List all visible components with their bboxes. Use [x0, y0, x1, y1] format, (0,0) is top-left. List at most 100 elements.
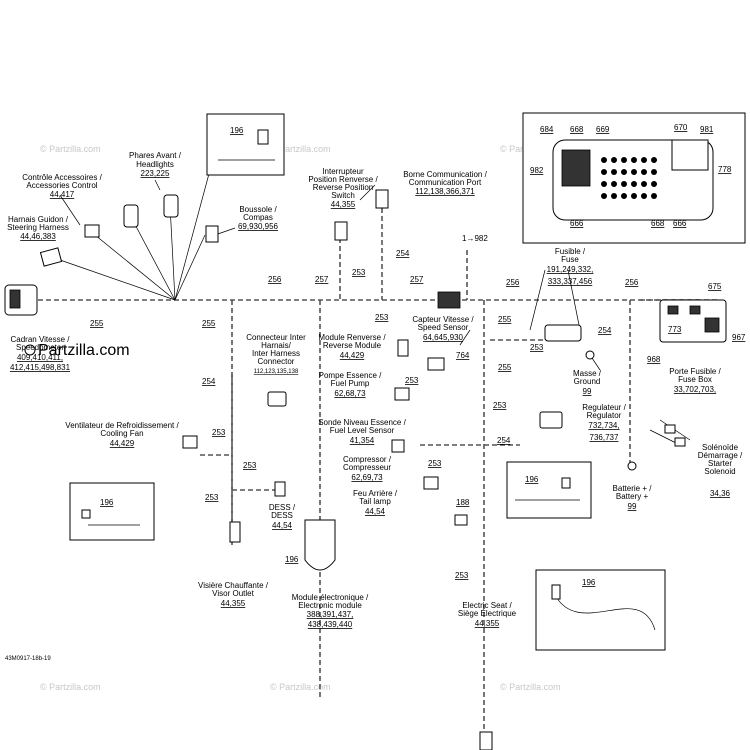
callout-684: 684: [540, 125, 554, 134]
callout-668: 668: [651, 219, 665, 228]
callout-253: 253: [375, 313, 389, 322]
watermark: © Partzilla.com: [270, 682, 331, 692]
label-text: Fuel Pump: [331, 379, 370, 388]
label-text: 736,737: [590, 433, 619, 442]
speed-sensor-connector: [427, 357, 445, 371]
callout-982-arrow: 1→982: [462, 234, 488, 243]
label-text: Siège Électrique: [458, 609, 517, 618]
headlight-connector-left: [123, 204, 139, 228]
tail-lamp-label: Feu Arrière / Tail lamp 44,54: [353, 489, 398, 516]
harness-wires: [30, 200, 720, 740]
partzilla-logo-text: Partzilla.com: [38, 342, 130, 359]
label-text: Masse /: [573, 369, 602, 378]
watermark: © Partzilla.com: [40, 144, 101, 154]
callout-255: 255: [498, 315, 512, 324]
fuse-box-slot: [689, 305, 701, 315]
label-text: Speedometer: [16, 343, 64, 352]
label-text: 99: [628, 502, 637, 511]
callout-numbers: 255 255 255 255 256 256 256 257 257 253 …: [90, 234, 746, 580]
visor-outlet-connector: [229, 521, 241, 543]
inter-harness-connector: [267, 391, 287, 407]
label-text: Démarrage /: [698, 451, 743, 460]
label-text: Capteur Vitesse /: [412, 315, 474, 324]
ground-terminal-icon: [585, 350, 595, 360]
callout-668: 668: [570, 125, 584, 134]
fuel-level-sensor-label: Sonde Niveau Essence / Fuel Level Sensor…: [318, 418, 406, 445]
label-text: Cadran Vitesse /: [11, 335, 71, 344]
callout-675: 675: [708, 282, 722, 291]
label-text: Regulateur /: [582, 403, 626, 412]
label-text: Speed Sensor: [418, 323, 469, 332]
callout-982: 982: [530, 166, 544, 175]
accessories-control-connector: [84, 224, 100, 238]
callout-188: 188: [456, 498, 470, 507]
label-text: Accessories Control: [26, 181, 97, 190]
figure-code: 43M0917-18b-19: [5, 656, 51, 662]
label-text: Connecteur Inter: [246, 333, 306, 342]
cooling-fan-connector: [182, 435, 198, 449]
callout-257: 257: [315, 275, 329, 284]
headlights-label: Phares Avant / Headlights 223,225: [129, 151, 182, 178]
label-text: Harnais/: [261, 341, 292, 350]
callout-196: 196: [525, 475, 539, 484]
callout-196: 196: [100, 498, 114, 507]
callout-254: 254: [497, 436, 511, 445]
headlight-connector-right: [163, 194, 179, 218]
label-text: 112,138,366,371: [415, 187, 475, 196]
label-text: Module électronique /: [292, 593, 369, 602]
label-text: Solenoid: [704, 467, 735, 476]
label-text: 412,415,498,831: [10, 363, 71, 372]
callout-253: 253: [493, 401, 507, 410]
label-text: 44,46,383: [20, 232, 56, 241]
callout-670: 670: [674, 123, 688, 132]
callout-981: 981: [700, 125, 714, 134]
label-text: Tail lamp: [359, 497, 391, 506]
callout-253: 253: [212, 428, 226, 437]
reverse-switch-label: Interrupteur Position Renverse / Reverse…: [308, 167, 378, 209]
callout-253: 253: [205, 493, 219, 502]
label-text: Fuel Level Sensor: [330, 426, 395, 435]
battery-terminal-icon: [627, 461, 637, 471]
label-text: Fusible /: [555, 247, 586, 256]
label-text: Feu Arrière /: [353, 489, 398, 498]
visor-outlet-label: Visière Chauffante / Visor Outlet 44,355: [198, 581, 269, 608]
label-text: 44,54: [365, 507, 386, 516]
watermark: © Partzilla.com: [270, 144, 331, 154]
starter-solenoid-terminal: [664, 424, 676, 434]
inset-tail-lamp: 196: [506, 461, 592, 519]
battery-label: Batterie + / Battery + 99: [613, 484, 653, 511]
label-text: 44,54: [272, 521, 293, 530]
label-text: 44,429: [340, 351, 365, 360]
label-text: DESS: [271, 511, 293, 520]
label-text: DESS /: [269, 503, 296, 512]
callout-253: 253: [455, 571, 469, 580]
inter-harness-label: Connecteur Inter Harnais/ Inter Harness …: [246, 333, 306, 375]
callout-196: 196: [582, 578, 596, 587]
label-text: 223,225: [141, 169, 170, 178]
label-text: Communication Port: [409, 178, 482, 187]
reverse-module-connector: [397, 339, 409, 357]
speed-sensor-label: Capteur Vitesse / Speed Sensor 64,645,93…: [412, 315, 474, 342]
speedometer-pin-block: [9, 289, 21, 309]
label-text: Sonde Niveau Essence /: [318, 418, 406, 427]
label-text: 732,734,: [588, 421, 619, 430]
label-text: Inter Harness: [252, 349, 300, 358]
callout-254: 254: [202, 377, 216, 386]
label-text: Electric Seat /: [462, 601, 512, 610]
label-text: 34,36: [710, 489, 731, 498]
fuse-holder: [544, 324, 582, 342]
label-text: 33,702,703,: [674, 385, 716, 394]
communication-port-label: Borne Communication / Communication Port…: [403, 170, 487, 196]
label-text: Switch: [331, 191, 355, 200]
label-text: 44,417: [50, 190, 75, 199]
callout-778: 778: [718, 165, 732, 174]
label-text: 64,645,930: [423, 333, 464, 342]
watermark: © Partzilla.com: [500, 682, 561, 692]
fuse-box-slot: [667, 305, 679, 315]
label-text: Phares Avant /: [129, 151, 182, 160]
label-text: Reverse Module: [323, 341, 382, 350]
accessories-control-label: Contrôle Accessoires / Accessories Contr…: [22, 173, 102, 199]
label-text: Module Renverse /: [318, 333, 386, 342]
callout-666: 666: [570, 219, 584, 228]
